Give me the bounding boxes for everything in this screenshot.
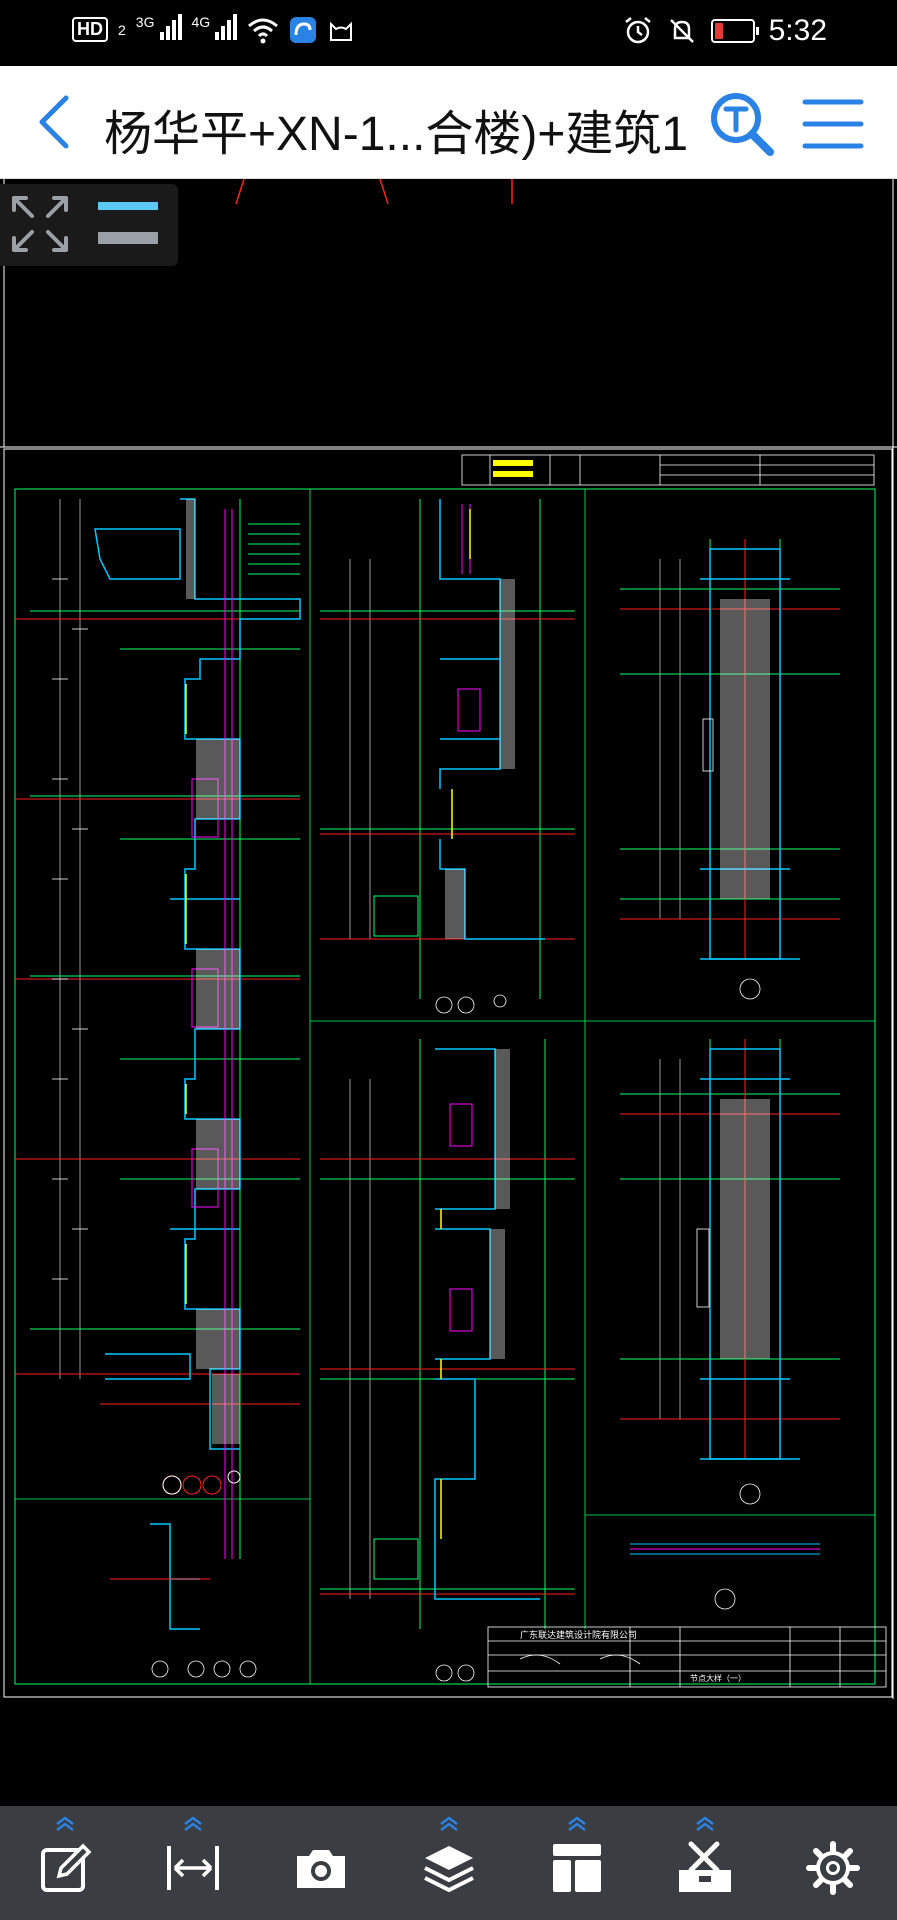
status-bar: HD 2 3G 4G 5:32: [0, 0, 897, 66]
section-detail-middle-top: [320, 499, 575, 1014]
measure-distance-icon: [167, 1846, 219, 1890]
cat-icon: [330, 21, 353, 41]
section-detail-left: [15, 498, 301, 1559]
status-right: 5:32: [623, 14, 827, 48]
chevron-up-icon: [696, 1816, 714, 1831]
search-t-icon[interactable]: [706, 88, 778, 160]
chevron-up-icon: [56, 1816, 74, 1831]
sim-index: 2: [118, 21, 126, 38]
title-block-company: 广东联达建筑设计院有限公司: [520, 1629, 637, 1640]
cad-drawing-viewer[interactable]: 广东联达建筑设计院有限公司 节点大样（一）: [0, 179, 897, 1806]
layer-toggle-icon[interactable]: [96, 198, 160, 248]
tool-edit[interactable]: [5, 1806, 125, 1920]
signal-bars-icon: [215, 14, 238, 40]
mute-bell-icon: [669, 19, 694, 43]
section-detail-middle-bottom: [320, 1039, 575, 1682]
view-control-panel: [0, 184, 178, 266]
drawing-frame: [0, 179, 897, 1699]
wifi-icon: [248, 18, 279, 43]
title-block-sheet-name: 节点大样（一）: [690, 1673, 746, 1683]
signal-bars-icon: [159, 14, 182, 40]
tool-settings[interactable]: [773, 1806, 893, 1920]
back-arrow-icon[interactable]: [30, 94, 80, 150]
panel-grid: [15, 489, 875, 1684]
tool-measure[interactable]: [133, 1806, 253, 1920]
status-left: HD 2 3G 4G: [72, 14, 355, 45]
battery-icon: [710, 19, 759, 43]
chevron-up-icon: [568, 1816, 586, 1831]
pencil-square-icon: [41, 1843, 92, 1892]
section-detail-right-bottom: [620, 1039, 840, 1610]
tool-camera[interactable]: [261, 1806, 381, 1920]
camera-icon: [297, 1850, 345, 1888]
app-header: 杨华平+XN-1...合楼)+建筑1: [0, 66, 897, 179]
chevron-up-icon: [184, 1816, 202, 1831]
detail-small-bottom-left: [110, 1523, 257, 1678]
sheet-header-table: [461, 454, 875, 486]
app-notification-icon: [290, 16, 317, 43]
network-3g: 3G: [136, 14, 182, 45]
gear-icon: [806, 1841, 860, 1895]
cad-drawing-canvas[interactable]: 广东联达建筑设计院有限公司 节点大样（一）: [0, 179, 897, 1806]
fullscreen-expand-icon[interactable]: [10, 194, 70, 254]
alarm-icon: [624, 17, 651, 44]
clock: 5:32: [768, 14, 827, 47]
title-block: [487, 1626, 887, 1688]
layers-icon: [424, 1846, 474, 1893]
chevron-up-icon: [440, 1816, 458, 1831]
bottom-toolbar: [0, 1806, 897, 1920]
document-title: 杨华平+XN-1...合楼)+建筑1: [104, 108, 689, 161]
toolbox-icon: [679, 1841, 731, 1892]
section-detail-right-top: [620, 539, 840, 1000]
network-4g: 4G: [192, 14, 238, 45]
hd-badge: HD: [72, 17, 108, 42]
tool-layers[interactable]: [389, 1806, 509, 1920]
layout-panels-icon: [553, 1844, 601, 1892]
tool-layout[interactable]: [517, 1806, 637, 1920]
tool-toolbox[interactable]: [645, 1806, 765, 1920]
hamburger-menu-icon[interactable]: [802, 96, 864, 152]
